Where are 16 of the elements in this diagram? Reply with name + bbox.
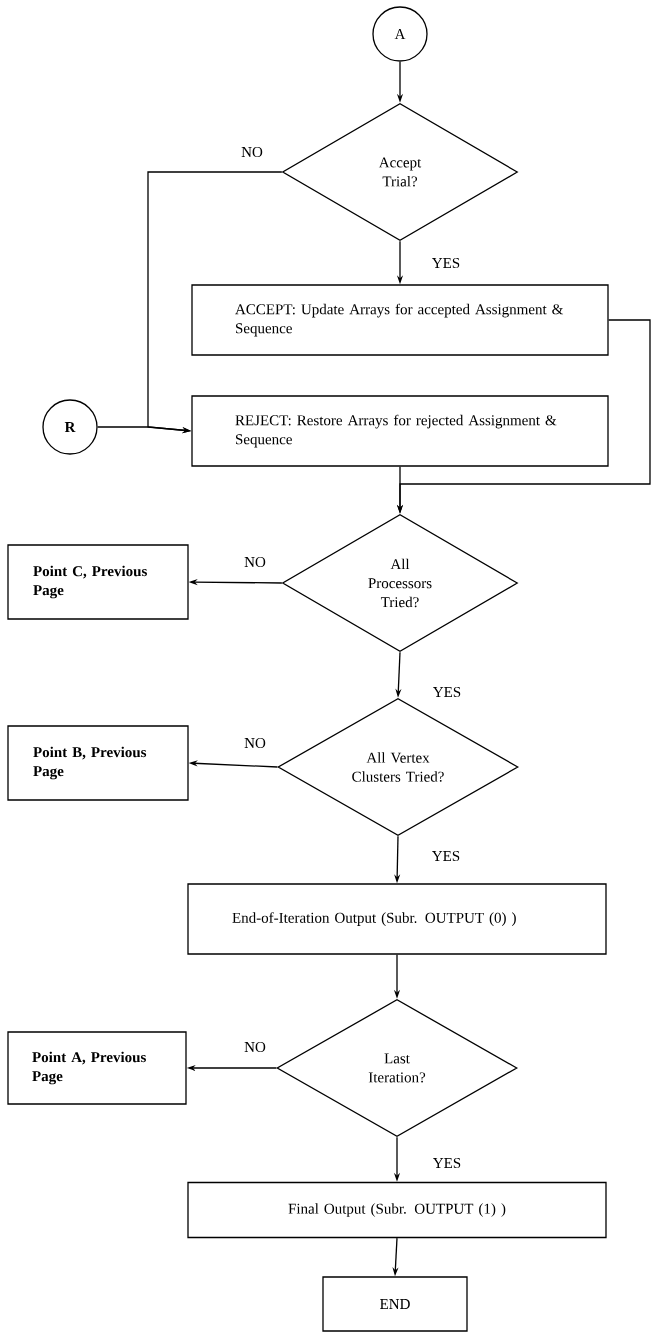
edge-label: YES [431,685,463,699]
process-box: Point B, Previous Page [7,725,189,801]
process-box: ACCEPT: Update Arrays for accepted Assignment & Sequence [191,284,609,356]
edge-label: NO [243,736,267,750]
edge-label: YES [430,849,462,863]
edge-label: NO [243,1040,267,1054]
edge-label: YES [431,1156,463,1170]
edge-label: NO [240,145,264,159]
process-box: End-of-Iteration Output (Subr. OUTPUT (0) ) [187,883,607,955]
process-box: Final Output (Subr. OUTPUT (1) ) [187,1181,607,1239]
edge-label: NO [243,555,267,569]
process-box: Point A, Previous Page [7,1031,187,1105]
process-box: REJECT: Restore Arrays for rejected Assignment & Sequence [191,395,609,467]
process-box: END [322,1276,468,1332]
process-box: Point C, Previous Page [7,544,189,620]
edge-label: YES [430,256,462,270]
